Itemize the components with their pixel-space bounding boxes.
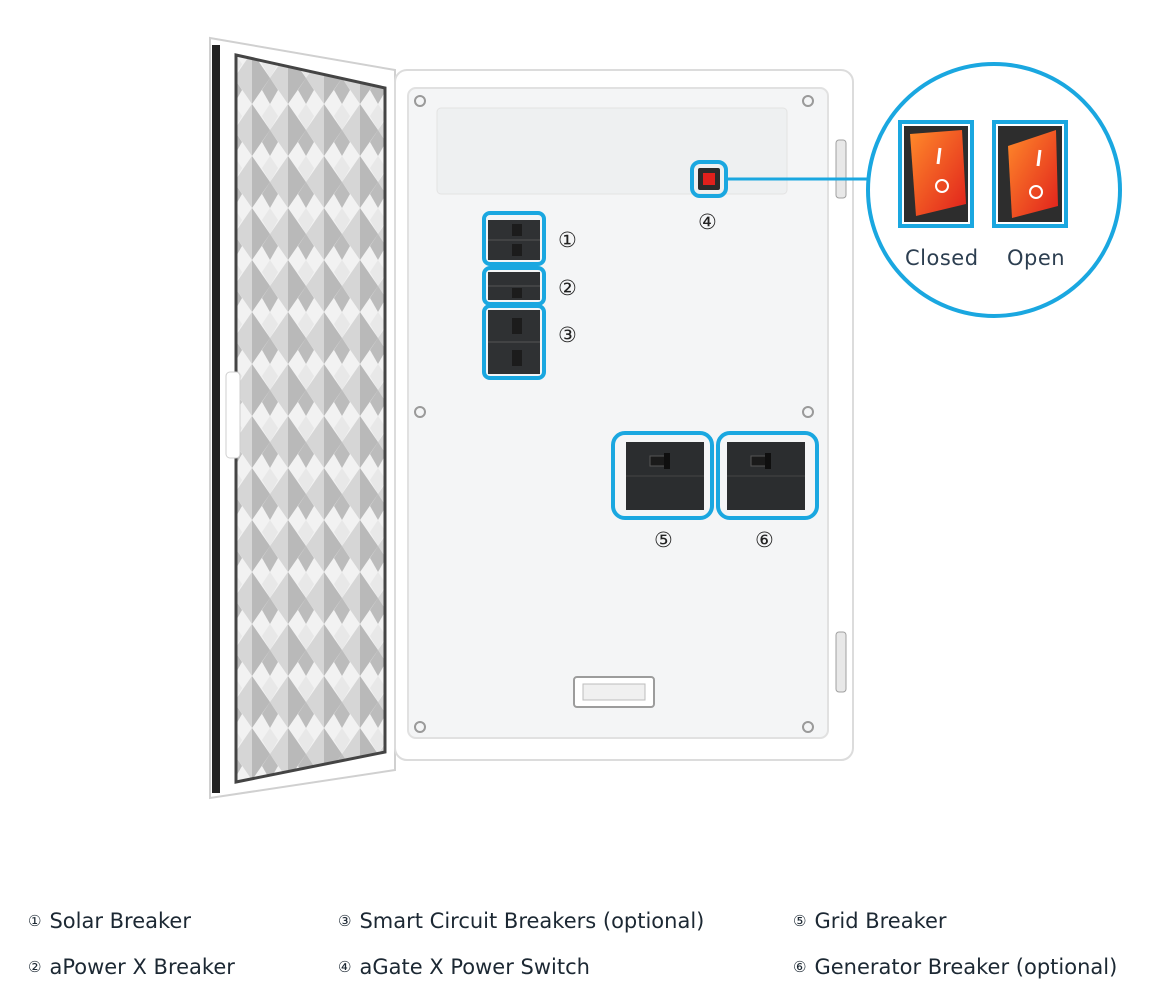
legend-item-grid-breaker: ⑤ Grid Breaker (793, 898, 1168, 944)
legend-number: ⑤ (793, 912, 807, 930)
highlight-boxes (482, 160, 819, 520)
closed-label: Closed (905, 246, 979, 270)
legend-number: ③ (338, 912, 352, 930)
switch-open (992, 120, 1068, 228)
marker-2: ② (558, 276, 577, 300)
legend-label: Generator Breaker (optional) (814, 955, 1118, 979)
legend-label: aPower X Breaker (49, 955, 235, 979)
highlight-grid-breaker (611, 431, 714, 520)
legend-item-agate-x-power-switch: ④ aGate X Power Switch (338, 944, 793, 990)
legend-item-smart-circuit-breakers: ③ Smart Circuit Breakers (optional) (338, 898, 793, 944)
legend-item-generator-breaker: ⑥ Generator Breaker (optional) (793, 944, 1168, 990)
marker-1: ① (558, 228, 577, 252)
marker-5: ⑤ (654, 528, 673, 552)
legend: ① Solar Breaker ③ Smart Circuit Breakers… (28, 898, 1168, 990)
zoom-inset (866, 62, 1122, 318)
legend-label: Solar Breaker (49, 909, 191, 933)
breaker-column (488, 220, 540, 374)
marker-6: ⑥ (755, 528, 774, 552)
highlight-generator-breaker (716, 431, 819, 520)
cabinet-door (209, 36, 396, 800)
legend-number: ⑥ (793, 958, 807, 976)
legend-label: Grid Breaker (814, 909, 947, 933)
legend-number: ① (28, 912, 42, 930)
switch-closed (898, 120, 974, 228)
legend-item-apower-x-breaker: ② aPower X Breaker (28, 944, 338, 990)
legend-item-solar-breaker: ① Solar Breaker (28, 898, 338, 944)
legend-number: ④ (338, 958, 352, 976)
open-label: Open (1007, 246, 1066, 270)
marker-4: ④ (698, 210, 717, 234)
highlight-solar-breaker (482, 211, 546, 266)
legend-number: ② (28, 958, 42, 976)
power-switch (698, 168, 720, 190)
cabinet-body (394, 69, 854, 761)
marker-3: ③ (558, 323, 577, 347)
legend-label: aGate X Power Switch (359, 955, 590, 979)
main-breakers (626, 442, 805, 510)
legend-label: Smart Circuit Breakers (optional) (359, 909, 705, 933)
highlight-smart-breakers (482, 304, 546, 380)
door-latch (225, 371, 241, 459)
